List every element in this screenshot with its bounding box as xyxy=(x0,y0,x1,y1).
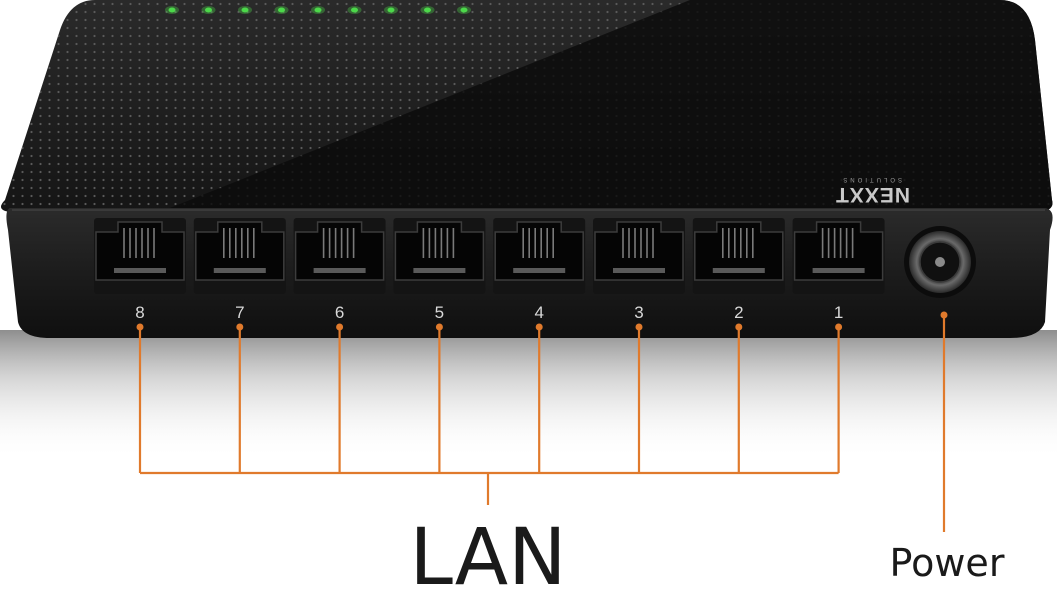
ethernet-port: 8 xyxy=(94,218,186,322)
ethernet-port: 4 xyxy=(493,218,586,322)
ethernet-port: 6 xyxy=(293,218,386,322)
glossy-top-overlay xyxy=(160,0,1053,212)
ethernet-port: 7 xyxy=(193,218,286,322)
port-number-label: 8 xyxy=(135,303,144,322)
port-number-label: 2 xyxy=(734,303,743,322)
svg-text:NEXXT: NEXXT xyxy=(835,183,910,206)
status-led xyxy=(384,6,398,14)
port-number-label: 7 xyxy=(235,303,244,322)
status-led xyxy=(201,6,216,14)
port-number-label: 1 xyxy=(834,303,843,322)
port-number-label: 5 xyxy=(435,303,444,322)
power-label: Power xyxy=(890,541,1005,585)
brand-logo: NEXXT SOLUTIONS xyxy=(835,176,910,206)
status-led xyxy=(238,6,252,14)
status-led xyxy=(311,6,325,14)
port-number-label: 6 xyxy=(335,303,344,322)
status-led-row xyxy=(165,6,471,14)
status-led xyxy=(165,6,179,14)
floor-reflection xyxy=(0,330,1057,460)
ethernet-port: 5 xyxy=(393,218,486,322)
ethernet-port: 3 xyxy=(593,218,685,322)
port-number-label: 4 xyxy=(534,303,543,322)
lan-label: LAN xyxy=(410,513,567,592)
ethernet-port-group: 8 7 6 5 4 3 2 1 xyxy=(94,218,885,322)
ethernet-port: 1 xyxy=(792,218,885,322)
ethernet-port: 2 xyxy=(692,218,785,322)
power-jack xyxy=(904,226,976,298)
callout-lines xyxy=(136,311,948,532)
status-led xyxy=(347,6,362,14)
svg-text:SOLUTIONS: SOLUTIONS xyxy=(840,176,902,182)
status-led xyxy=(420,6,435,14)
status-led xyxy=(274,6,289,14)
status-led xyxy=(457,6,471,14)
port-number-label: 3 xyxy=(634,303,643,322)
